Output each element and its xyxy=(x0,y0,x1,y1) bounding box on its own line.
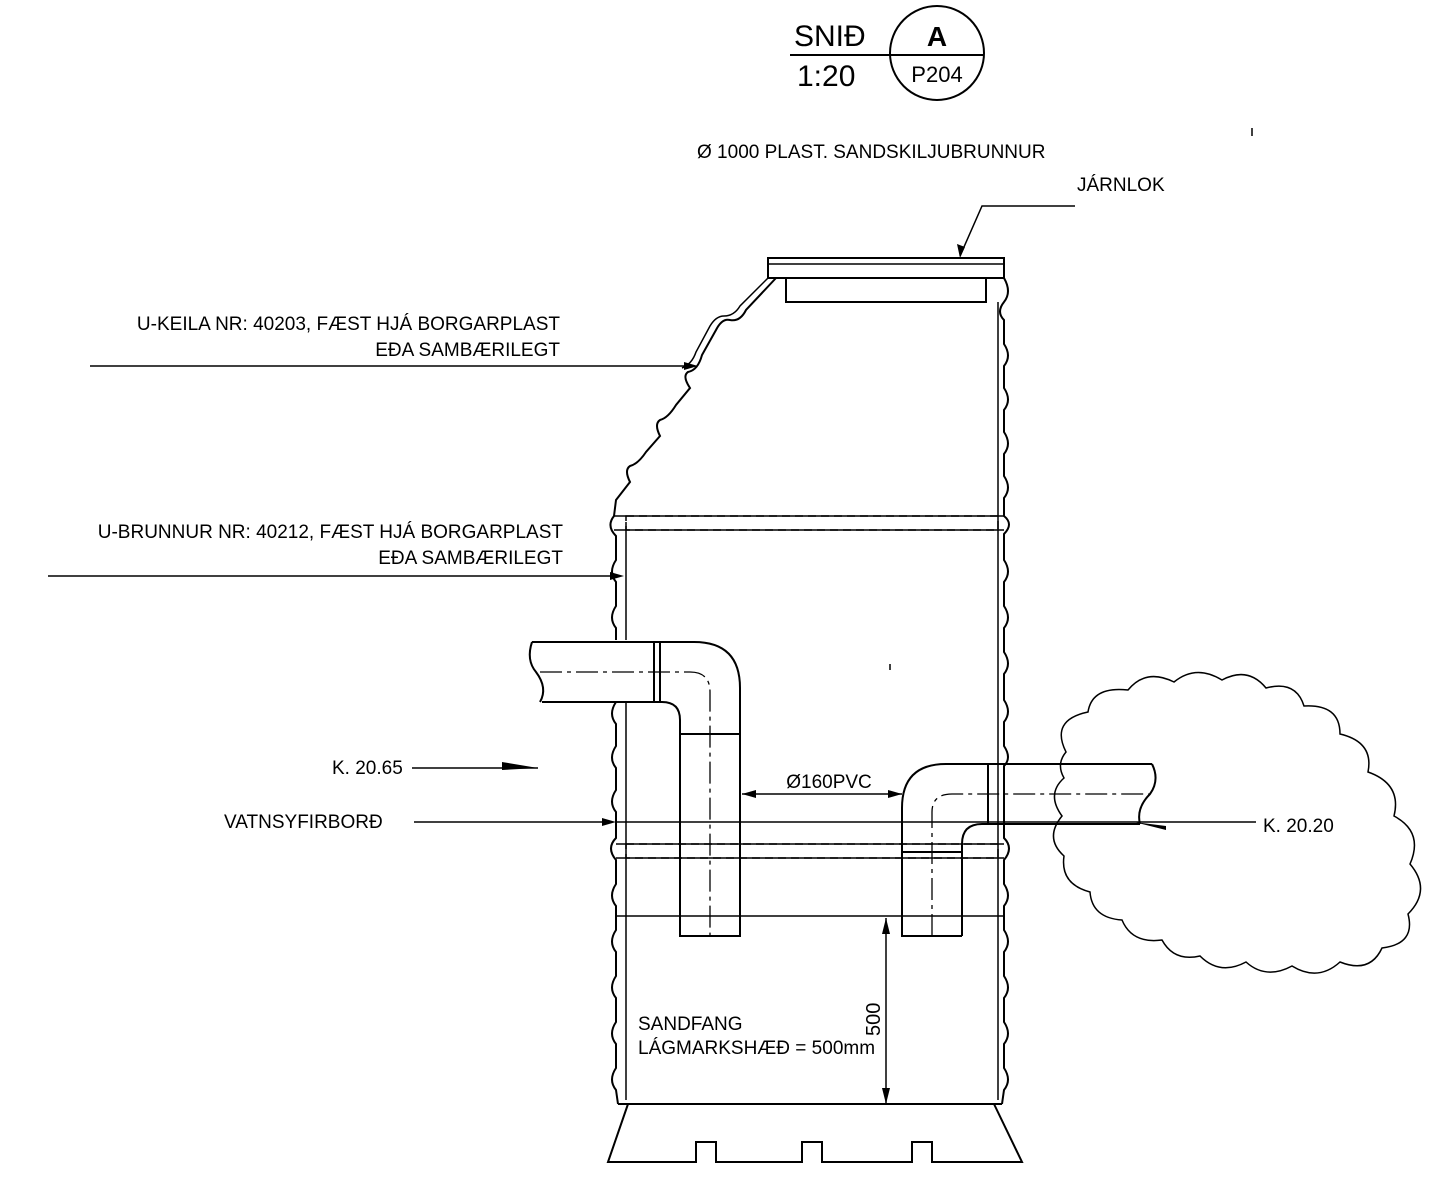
cone-wall-left xyxy=(613,277,777,517)
sand-trap-line1: SANDFANG xyxy=(638,1014,743,1035)
section-id: A xyxy=(927,21,947,52)
manhole-wall-right xyxy=(999,277,1010,1105)
manhole-wall-left xyxy=(609,515,619,1105)
outlet-pipe xyxy=(901,763,1157,937)
revision-cloud xyxy=(1052,671,1422,974)
sand-trap-line2: LÁGMARKSHÆÐ = 500mm xyxy=(638,1038,875,1059)
section-label: SNIÐ xyxy=(794,20,866,53)
lid-label: JÁRNLOK xyxy=(1077,175,1165,196)
lid xyxy=(767,257,1005,279)
cone-label-line2: EÐA SAMBÆRILEGT xyxy=(375,340,560,361)
inlet-pipe xyxy=(528,641,741,937)
cone-label-line1: U-KEILA NR: 40203, FÆST HJÁ BORGARPLAST xyxy=(137,314,560,335)
dim-value: 500 xyxy=(863,1003,885,1036)
section-circle xyxy=(889,5,985,101)
outlet-level: K. 20.20 xyxy=(1263,816,1334,837)
title-block: SNIÐ 1:20 A P204 xyxy=(790,5,985,101)
lid-frame xyxy=(785,277,987,303)
manhole-title: Ø 1000 PLAST. SANDSKILJUBRUNNUR xyxy=(697,142,1045,163)
lid-leader xyxy=(959,205,1075,257)
pipe-size-label: Ø160PVC xyxy=(786,772,872,793)
well-label-line1: U-BRUNNUR NR: 40212, FÆST HJÁ BORGARPLAS… xyxy=(98,522,564,543)
sheet-ref: P204 xyxy=(911,62,962,87)
base xyxy=(606,1103,1024,1163)
well-label-line2: EÐA SAMBÆRILEGT xyxy=(378,548,563,569)
joint-ring-upper xyxy=(625,515,999,531)
scale-label: 1:20 xyxy=(797,60,855,93)
water-surface-label: VATNSYFIRBORÐ xyxy=(224,812,383,833)
inlet-level: K. 20.65 xyxy=(332,758,403,779)
